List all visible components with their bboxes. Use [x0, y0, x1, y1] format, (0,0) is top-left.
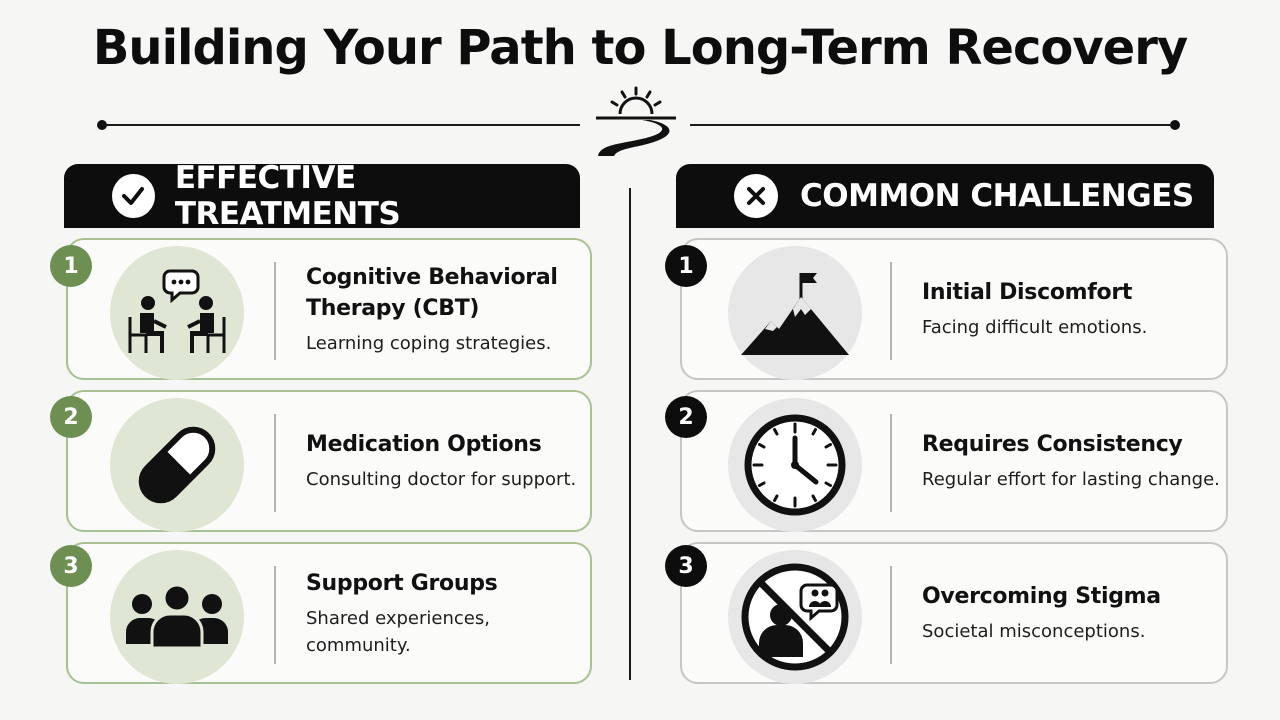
- card-title: Support Groups: [306, 570, 498, 596]
- page-title: Building Your Path to Long-Term Recovery: [92, 20, 1188, 76]
- number-badge: 1: [50, 245, 92, 287]
- treatment-card-medication: Medication Options Consulting doctor for…: [66, 390, 592, 532]
- challenge-card-consistency: Requires Consistency Regular effort for …: [680, 390, 1228, 532]
- challenge-card-stigma: Overcoming Stigma Societal misconception…: [680, 542, 1228, 684]
- card-title: Medication Options: [306, 432, 542, 457]
- treatments-header: EFFECTIVE TREATMENTS: [64, 160, 580, 232]
- rule-left: [102, 124, 580, 126]
- mountain-flag-icon: [728, 246, 862, 380]
- group-people-icon: [110, 550, 244, 684]
- clock-icon: [728, 398, 862, 532]
- card-description: Consulting doctor for support.: [306, 469, 577, 490]
- rule-right: [690, 124, 1176, 126]
- number-badge: 3: [50, 545, 92, 587]
- x-icon: [734, 174, 778, 218]
- number-badge: 2: [665, 396, 707, 438]
- column-divider: [629, 188, 631, 680]
- card-title: Requires Consistency: [922, 432, 1183, 457]
- card-description: Regular effort for lasting change.: [922, 469, 1220, 490]
- number-badge: 3: [665, 545, 707, 587]
- card-description: Learning coping strategies.: [306, 332, 552, 354]
- number-badge: 1: [665, 245, 707, 287]
- no-stigma-icon: [728, 550, 862, 684]
- treatments-heading: EFFECTIVE TREATMENTS: [174, 160, 401, 232]
- sunrise-path-icon: [596, 86, 676, 156]
- therapy-conversation-icon: [110, 246, 244, 380]
- number-badge: 2: [50, 396, 92, 438]
- challenge-card-discomfort: Initial Discomfort Facing difficult emot…: [680, 238, 1228, 380]
- rule-endpoint-right: [1170, 120, 1180, 130]
- treatment-card-cbt: Cognitive Behavioral Therapy (CBT) Learn…: [66, 238, 592, 380]
- card-description: Shared experiences, community.: [306, 607, 490, 656]
- challenges-heading: COMMON CHALLENGES: [800, 178, 1194, 214]
- card-description: Facing difficult emotions.: [922, 317, 1148, 338]
- card-title: Initial Discomfort: [922, 280, 1133, 305]
- card-description: Societal misconceptions.: [922, 621, 1146, 642]
- card-title: Cognitive Behavioral Therapy (CBT): [306, 264, 558, 321]
- treatment-card-support-groups: Support Groups Shared experiences, commu…: [66, 542, 592, 684]
- challenges-header: COMMON CHALLENGES: [676, 164, 1214, 228]
- check-icon: [112, 174, 155, 218]
- card-title: Overcoming Stigma: [922, 584, 1161, 609]
- pill-capsule-icon: [110, 398, 244, 532]
